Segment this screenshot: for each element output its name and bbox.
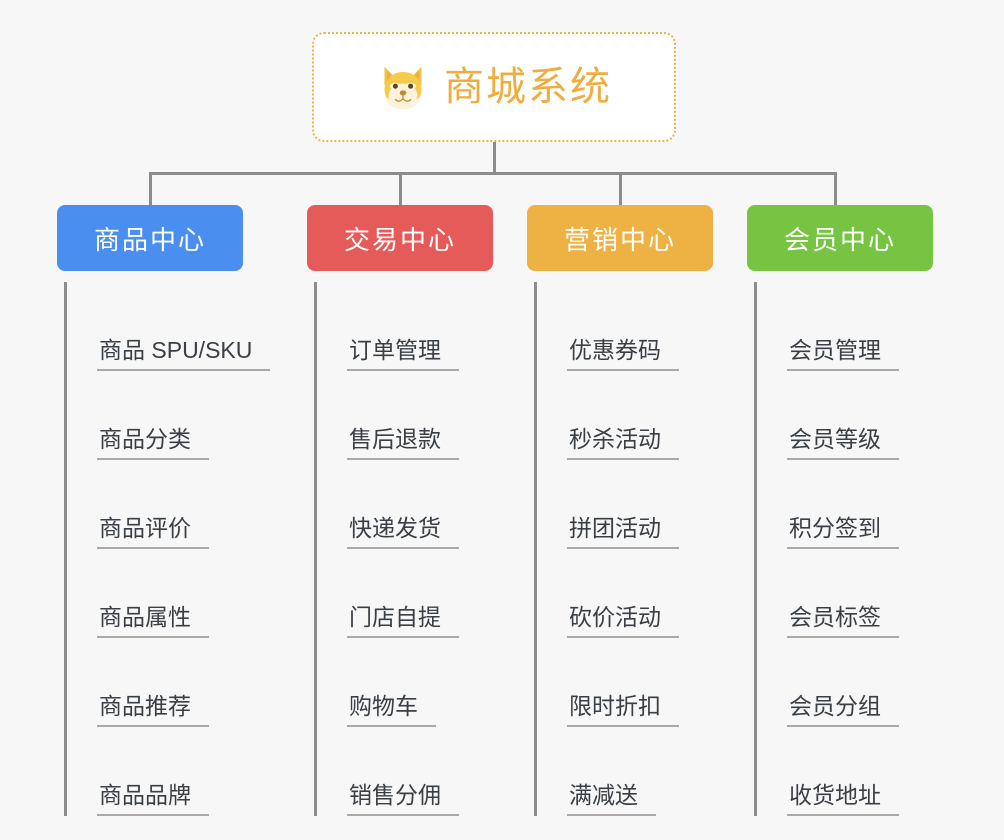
branch-spine bbox=[314, 282, 317, 816]
leaf-item[interactable]: 会员管理 bbox=[747, 282, 933, 371]
leaf-item[interactable]: 收货地址 bbox=[747, 727, 933, 816]
branch-header-trade-center[interactable]: 交易中心 bbox=[307, 205, 493, 271]
branch-header-label: 会员中心 bbox=[783, 224, 896, 255]
branch-header-label: 商品中心 bbox=[93, 224, 206, 255]
dog-face-icon bbox=[376, 60, 430, 114]
branch-items-marketing-center: 优惠券码 秒杀活动 拼团活动 砍价活动 限时折扣 满减送 bbox=[527, 282, 713, 816]
leaf-label: 秒杀活动 bbox=[567, 427, 679, 460]
leaf-item[interactable]: 商品属性 bbox=[57, 549, 270, 638]
connector-drop-3 bbox=[619, 172, 622, 208]
branch-trade-center: 交易中心 订单管理 售后退款 快递发货 门店自提 购物车 销售分佣 bbox=[307, 205, 493, 816]
branch-items-product-center: 商品 SPU/SKU 商品分类 商品评价 商品属性 商品推荐 商品品牌 bbox=[57, 282, 271, 816]
root-node[interactable]: 商城系统 bbox=[312, 32, 676, 142]
leaf-label: 优惠券码 bbox=[567, 338, 679, 371]
leaf-label: 满减送 bbox=[567, 783, 656, 816]
leaf-item[interactable]: 会员标签 bbox=[747, 549, 933, 638]
leaf-item[interactable]: 商品评价 bbox=[57, 460, 270, 549]
branch-items-trade-center: 订单管理 售后退款 快递发货 门店自提 购物车 销售分佣 bbox=[307, 282, 493, 816]
leaf-item[interactable]: 商品分类 bbox=[57, 371, 270, 460]
leaf-item[interactable]: 购物车 bbox=[307, 638, 493, 727]
leaf-item[interactable]: 门店自提 bbox=[307, 549, 493, 638]
branch-product-center: 商品中心 商品 SPU/SKU 商品分类 商品评价 商品属性 商品推荐 商品品牌 bbox=[57, 205, 271, 816]
leaf-item[interactable]: 商品品牌 bbox=[57, 727, 270, 816]
leaf-label: 商品品牌 bbox=[97, 783, 209, 816]
leaf-label: 商品属性 bbox=[97, 605, 209, 638]
branch-marketing-center: 营销中心 优惠券码 秒杀活动 拼团活动 砍价活动 限时折扣 满减送 bbox=[527, 205, 713, 816]
connector-drop-1 bbox=[149, 172, 152, 208]
leaf-item[interactable]: 订单管理 bbox=[307, 282, 493, 371]
leaf-item[interactable]: 积分签到 bbox=[747, 460, 933, 549]
leaf-label: 门店自提 bbox=[347, 605, 459, 638]
branch-header-member-center[interactable]: 会员中心 bbox=[747, 205, 933, 271]
leaf-label: 售后退款 bbox=[347, 427, 459, 460]
root-title: 商城系统 bbox=[444, 65, 612, 109]
branch-spine bbox=[534, 282, 537, 816]
leaf-label: 商品 SPU/SKU bbox=[97, 338, 271, 371]
leaf-item[interactable]: 快递发货 bbox=[307, 460, 493, 549]
leaf-label: 快递发货 bbox=[347, 516, 459, 549]
leaf-item[interactable]: 优惠券码 bbox=[527, 282, 713, 371]
branch-header-marketing-center[interactable]: 营销中心 bbox=[527, 205, 713, 271]
leaf-label: 订单管理 bbox=[347, 338, 459, 371]
branch-spine bbox=[64, 282, 67, 816]
branch-items-member-center: 会员管理 会员等级 积分签到 会员标签 会员分组 收货地址 bbox=[747, 282, 933, 816]
leaf-label: 商品分类 bbox=[97, 427, 209, 460]
leaf-label: 限时折扣 bbox=[567, 694, 679, 727]
connector-drop-2 bbox=[399, 172, 402, 208]
connector-root-stem bbox=[493, 142, 496, 175]
leaf-item[interactable]: 砍价活动 bbox=[527, 549, 713, 638]
leaf-item[interactable]: 限时折扣 bbox=[527, 638, 713, 727]
leaf-item[interactable]: 销售分佣 bbox=[307, 727, 493, 816]
leaf-label: 会员分组 bbox=[787, 694, 899, 727]
leaf-label: 积分签到 bbox=[787, 516, 899, 549]
connector-drop-4 bbox=[834, 172, 837, 208]
branch-header-label: 营销中心 bbox=[563, 224, 676, 255]
leaf-label: 销售分佣 bbox=[347, 783, 459, 816]
leaf-label: 砍价活动 bbox=[567, 605, 679, 638]
leaf-label: 商品评价 bbox=[97, 516, 209, 549]
leaf-item[interactable]: 商品 SPU/SKU bbox=[57, 282, 271, 371]
leaf-label: 拼团活动 bbox=[567, 516, 679, 549]
leaf-item[interactable]: 商品推荐 bbox=[57, 638, 270, 727]
leaf-item[interactable]: 秒杀活动 bbox=[527, 371, 713, 460]
leaf-label: 会员等级 bbox=[787, 427, 899, 460]
leaf-item[interactable]: 拼团活动 bbox=[527, 460, 713, 549]
leaf-item[interactable]: 满减送 bbox=[527, 727, 713, 816]
branch-member-center: 会员中心 会员管理 会员等级 积分签到 会员标签 会员分组 收货地址 bbox=[747, 205, 933, 816]
leaf-item[interactable]: 会员分组 bbox=[747, 638, 933, 727]
leaf-label: 收货地址 bbox=[787, 783, 899, 816]
leaf-item[interactable]: 会员等级 bbox=[747, 371, 933, 460]
leaf-label: 购物车 bbox=[347, 694, 436, 727]
leaf-label: 会员标签 bbox=[787, 605, 899, 638]
leaf-item[interactable]: 售后退款 bbox=[307, 371, 493, 460]
branch-header-product-center[interactable]: 商品中心 bbox=[57, 205, 243, 271]
branch-header-label: 交易中心 bbox=[343, 224, 456, 255]
connector-horizontal-bus bbox=[149, 172, 837, 175]
branch-spine bbox=[754, 282, 757, 816]
leaf-label: 会员管理 bbox=[787, 338, 899, 371]
leaf-label: 商品推荐 bbox=[97, 694, 209, 727]
